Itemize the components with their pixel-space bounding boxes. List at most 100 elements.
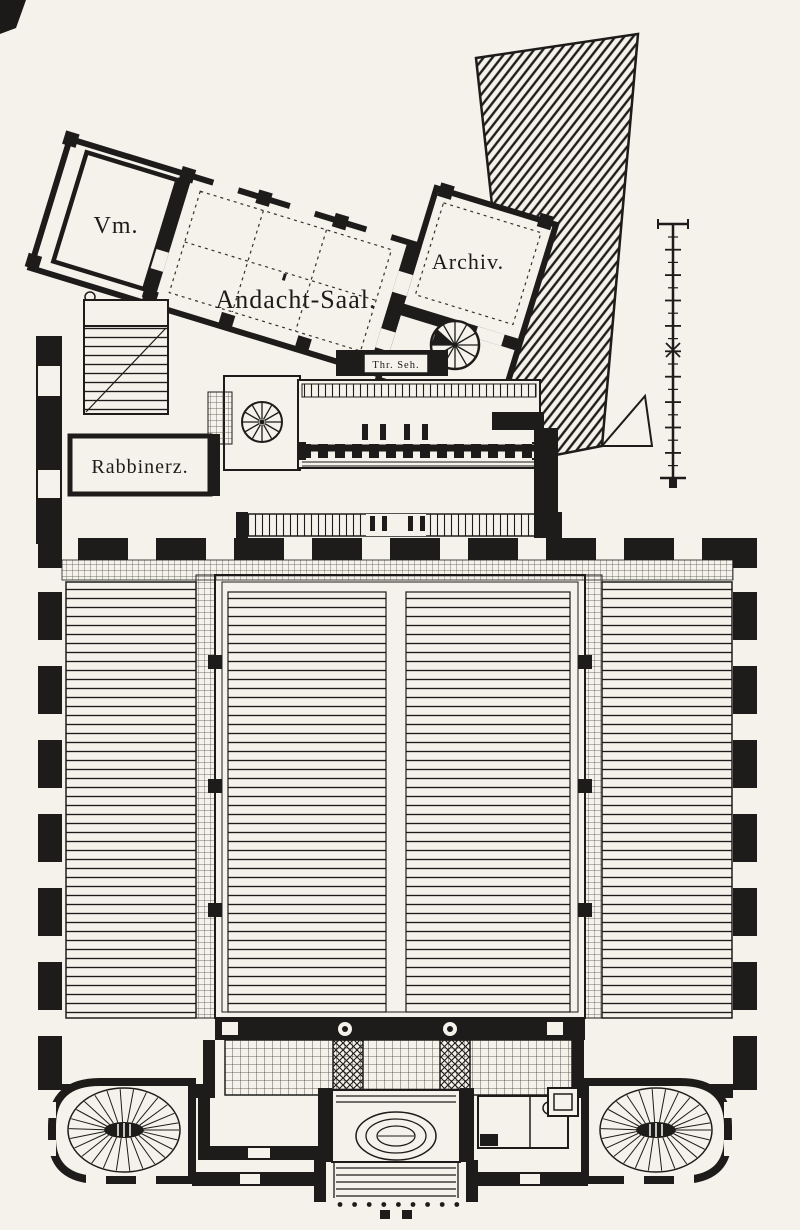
pew-block-center-left [227,591,387,1013]
decor-line [647,1137,654,1171]
window [38,366,60,396]
decor-line [675,1131,710,1141]
scale-bar [657,219,689,488]
saal-ceiling-bays [168,190,393,352]
pew-block-left [65,581,197,1019]
decor-line [616,1101,642,1125]
wing-window [288,201,317,219]
decor-line [125,1137,131,1171]
decor-line [69,1128,105,1131]
decor-line [670,1134,698,1158]
decor-line [671,1104,700,1126]
dot [454,1202,460,1207]
aisle-right [584,574,603,1019]
stair-landing [83,299,169,327]
decor-line [433,332,453,345]
decor-line [673,1133,705,1150]
wing-window [364,224,393,242]
decor-line [134,1136,156,1165]
bollard-dots [337,1202,460,1207]
entrance-front [44,1078,736,1219]
decor-line [143,1122,179,1130]
fan-stair-right [599,1087,713,1173]
decor-line [81,1134,109,1157]
wing-window [211,177,240,196]
dot [366,1202,372,1207]
decor-line [457,332,477,345]
decor-line [666,1136,688,1165]
door-label-box [363,353,429,374]
decor-line [135,1097,159,1125]
decor-line [262,404,273,420]
hall-north-balustrade [236,512,562,538]
slotted-bar [302,444,536,458]
stair-break-line [85,327,167,413]
saal-center-mark [281,273,287,281]
decor-line [658,1089,667,1123]
decor-line [139,1104,168,1126]
archiv-ceiling [414,202,542,326]
decor-line [115,1137,122,1171]
decor-line [626,1094,646,1124]
spiral-stair-small [241,401,283,443]
entrance-steps [333,1162,459,1198]
decor-line [675,1122,711,1130]
wall [492,412,544,430]
room-label-vm: Vm. [94,213,139,239]
vestibule-pier [439,1039,471,1096]
decor-line [613,1134,641,1157]
decor-line [142,1112,175,1128]
decor-line [603,1118,637,1129]
decor-line [244,411,260,422]
decor-line [71,1118,105,1129]
hall-south-band [215,1018,585,1040]
decor-line [126,1089,135,1123]
decor-line [264,411,280,422]
decor-line [663,1092,679,1123]
decor-line [76,1109,107,1127]
decor-line [601,1128,637,1131]
tiled-band [61,559,734,581]
dot [425,1202,430,1207]
decor-line [119,1089,124,1123]
decor-line [130,1137,144,1169]
dot [439,1202,445,1207]
window [38,470,60,498]
hall-north-wall [62,538,733,560]
columns [208,655,592,917]
dot [381,1202,387,1207]
decor-line [455,323,468,343]
decor-line [94,1094,114,1124]
aisle-left [195,574,216,1019]
decor-line [623,1136,645,1164]
main-hall [38,538,757,1090]
main-entrance [314,1088,478,1219]
pew-block-right [601,581,733,1019]
room-label-rabbinerz: Rabbinerz. [91,456,188,478]
hatch-notch [599,393,654,447]
transition-zone [36,291,562,546]
fan-stair-left [67,1087,181,1173]
decor-line [106,1090,119,1123]
decor-line [457,345,477,358]
dot [396,1202,401,1207]
hall-west-wall [38,540,62,1086]
decor-line [262,424,273,440]
decor-line [674,1112,707,1128]
room-label-thuer: Thr. Seh. [372,360,419,371]
decor-line [651,1089,656,1123]
decor-line [606,1133,639,1149]
decor-line [102,1137,117,1169]
decor-line [442,323,455,343]
decor-line [608,1109,639,1127]
decor-line [244,422,260,433]
scale-ticks [665,236,681,467]
decor-line [138,1134,166,1158]
decor-line [74,1133,107,1149]
scan-corner-mark [0,0,26,34]
vestibule-pier [332,1039,364,1096]
room-rabbinerz [67,433,213,497]
room-label-archiv: Archiv. [432,249,504,274]
center-platform-inner [221,581,579,1013]
